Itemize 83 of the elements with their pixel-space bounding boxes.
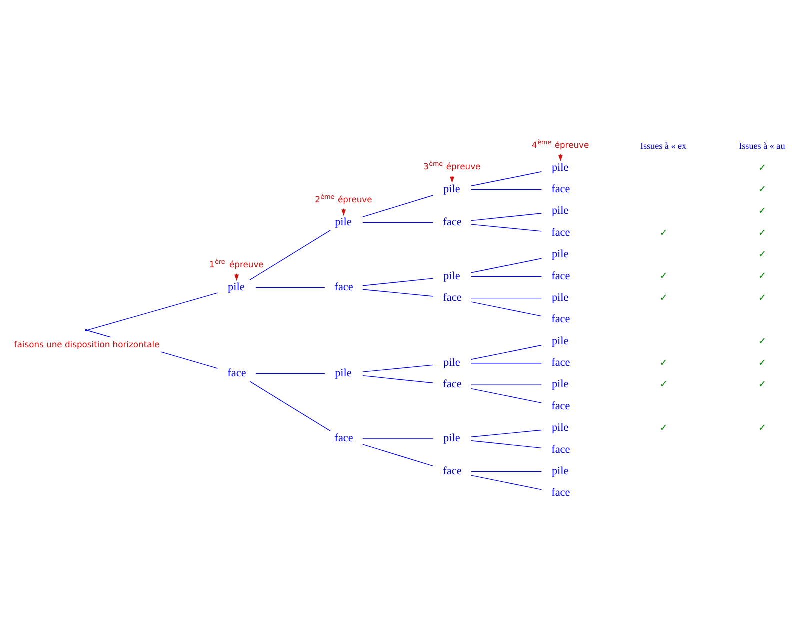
node-text: face bbox=[552, 183, 570, 196]
node-text: pile bbox=[552, 334, 569, 347]
node-text: pile bbox=[444, 183, 460, 196]
connector bbox=[86, 292, 218, 330]
label: ✓ bbox=[660, 422, 668, 434]
label: ✓ bbox=[660, 357, 668, 368]
label: ✓ bbox=[660, 292, 668, 304]
label: ✓ bbox=[758, 422, 767, 434]
label: ✓ bbox=[660, 379, 668, 390]
node-text: face bbox=[334, 432, 354, 444]
node-text: face bbox=[443, 464, 462, 477]
node-text: pile bbox=[552, 291, 569, 304]
node-text: 1$^{ère}$ épreuve bbox=[210, 258, 264, 270]
node-text: 4$^{ème}$ épreuve bbox=[532, 138, 590, 150]
node-text: face bbox=[552, 443, 570, 456]
connector bbox=[362, 444, 434, 466]
connector bbox=[471, 189, 542, 190]
node-text: face bbox=[443, 216, 462, 228]
node-text: pile bbox=[552, 161, 569, 174]
node-text: pile bbox=[552, 422, 569, 434]
connector bbox=[471, 470, 542, 472]
node-text: face bbox=[552, 486, 570, 499]
label: ✓ bbox=[758, 292, 767, 304]
connector bbox=[471, 474, 542, 490]
connector bbox=[362, 374, 434, 383]
connector bbox=[471, 388, 542, 403]
connector bbox=[471, 429, 542, 437]
connector bbox=[471, 212, 542, 221]
connector bbox=[471, 224, 542, 232]
node-text: pile bbox=[335, 367, 352, 380]
label: Issues à « ex bbox=[640, 140, 687, 150]
connector bbox=[250, 380, 331, 432]
connector bbox=[362, 288, 434, 296]
label: ✓ bbox=[758, 249, 767, 260]
connector bbox=[256, 286, 326, 288]
node-text: pile bbox=[552, 248, 569, 260]
node-text: 2$^{ème}$ épreuve bbox=[315, 194, 372, 204]
label: ✓ bbox=[758, 206, 767, 217]
label: ✓ bbox=[758, 357, 767, 368]
connector bbox=[471, 258, 542, 273]
node-text: face bbox=[552, 226, 570, 238]
node-text: 3$^{ème}$ épreuve bbox=[424, 160, 481, 172]
connector bbox=[362, 194, 434, 217]
node-text: pile bbox=[552, 204, 569, 217]
node-text: face bbox=[334, 280, 354, 293]
label: ✓ bbox=[758, 162, 767, 174]
node-text: face bbox=[552, 270, 570, 282]
label: ✓ bbox=[758, 184, 767, 195]
label: ✓ bbox=[758, 336, 767, 347]
connector bbox=[362, 222, 434, 223]
label: ✓ bbox=[660, 270, 668, 282]
connector bbox=[471, 301, 542, 316]
node-text: face bbox=[552, 400, 570, 412]
connector bbox=[362, 278, 434, 286]
connector bbox=[471, 362, 542, 364]
node-text: face bbox=[443, 378, 462, 390]
label: ✓ bbox=[758, 270, 767, 282]
label: Issues à « au bbox=[739, 140, 786, 150]
connector bbox=[471, 344, 542, 360]
node-text: pile bbox=[335, 216, 352, 228]
connector bbox=[471, 171, 542, 186]
node-text: pile bbox=[444, 432, 460, 444]
node-text: face bbox=[228, 367, 246, 380]
label: faisons une disposition horizontale bbox=[14, 338, 160, 349]
node-text: pile bbox=[444, 270, 460, 282]
node-point bbox=[85, 328, 88, 332]
node-text: pile bbox=[552, 464, 569, 477]
node-text: pile bbox=[444, 356, 460, 369]
connector bbox=[471, 297, 542, 298]
node-text: pile bbox=[228, 280, 245, 293]
connector bbox=[362, 364, 434, 372]
connector bbox=[250, 230, 331, 280]
connector bbox=[471, 440, 542, 448]
node-text: face bbox=[552, 356, 570, 369]
connector bbox=[471, 384, 542, 385]
label: ✓ bbox=[660, 227, 668, 238]
node-text: pile bbox=[552, 378, 569, 390]
label: ✓ bbox=[758, 379, 767, 390]
connector bbox=[362, 438, 434, 439]
node-text: face bbox=[443, 291, 462, 304]
connector bbox=[256, 373, 326, 374]
label: ✓ bbox=[758, 227, 767, 238]
node-text: face bbox=[552, 313, 570, 326]
